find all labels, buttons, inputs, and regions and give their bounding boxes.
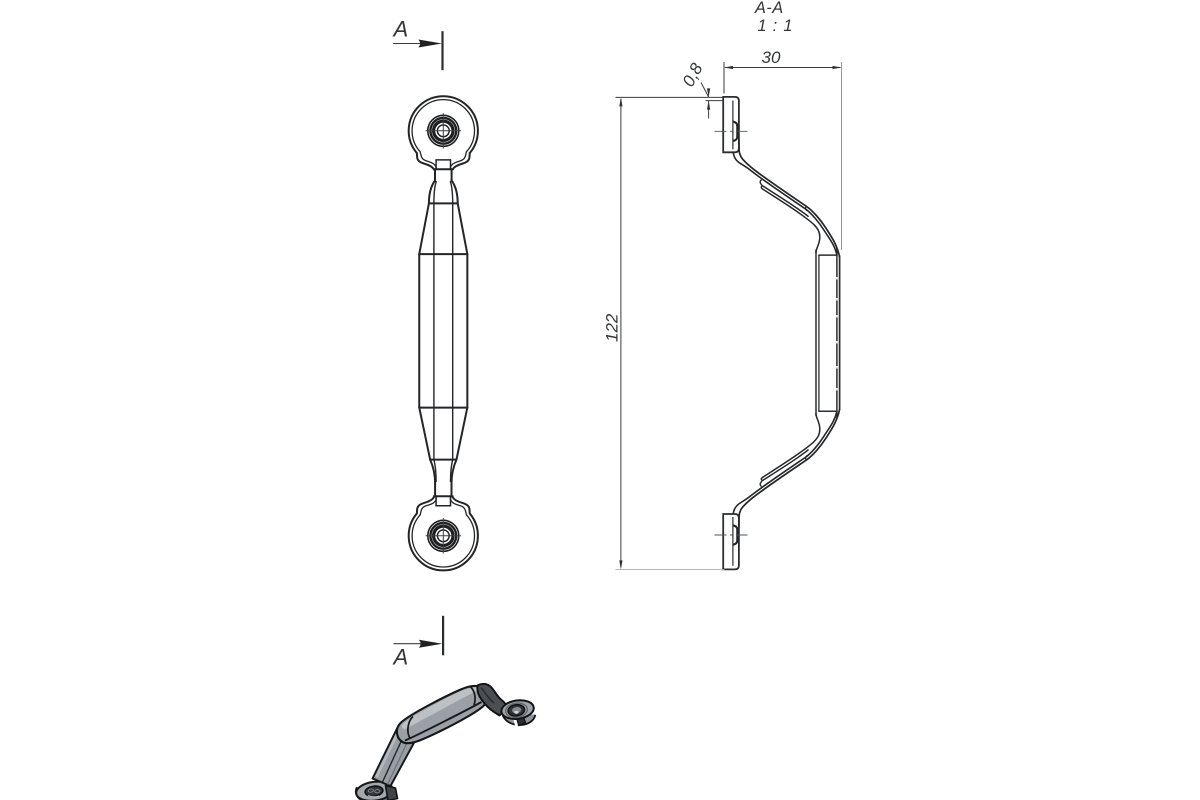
svg-text:1 : 1: 1 : 1 (758, 17, 794, 35)
svg-text:30: 30 (762, 48, 781, 67)
svg-text:A: A (392, 17, 409, 42)
svg-text:122: 122 (603, 313, 622, 342)
svg-text:A-A: A-A (754, 0, 784, 17)
svg-text:A: A (392, 645, 409, 670)
